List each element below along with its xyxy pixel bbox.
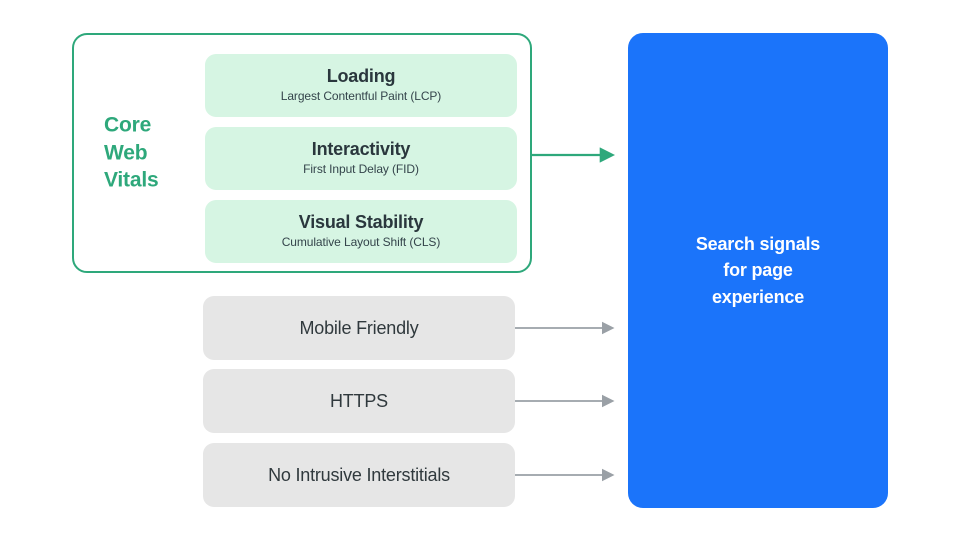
core-web-vitals-label-line-1: Core [104,113,152,137]
vital-card-loading[interactable]: Loading Largest Contentful Paint (LCP) [205,54,517,117]
signal-card-https[interactable]: HTTPS [203,369,515,433]
core-web-vitals-card-stack: Loading Largest Contentful Paint (LCP) I… [205,54,517,263]
vital-card-visual-stability-title: Visual Stability [298,212,424,233]
vital-card-visual-stability[interactable]: Visual Stability Cumulative Layout Shift… [205,200,517,263]
signal-card-no-intrusive-interstitials-label: No Intrusive Interstitials [268,464,450,485]
vital-card-loading-title: Loading [326,66,396,87]
vital-card-visual-stability-subtitle: Cumulative Layout Shift (CLS) [281,235,441,250]
search-signals-panel-text: Search signals for page experience [695,234,821,307]
signal-card-mobile-friendly[interactable]: Mobile Friendly [203,296,515,360]
core-web-vitals-label-line-2: Web [104,141,148,165]
signal-card-mobile-friendly-label: Mobile Friendly [299,317,419,338]
vital-card-interactivity-title: Interactivity [311,139,411,160]
vital-card-loading-subtitle: Largest Contentful Paint (LCP) [280,89,442,104]
vital-card-interactivity-subtitle: First Input Delay (FID) [303,162,419,177]
vital-card-interactivity[interactable]: Interactivity First Input Delay (FID) [205,127,517,190]
core-web-vitals-label: Core Web Vitals [104,111,196,194]
core-web-vitals-label-line-3: Vitals [104,168,159,192]
search-signals-panel[interactable]: Search signals for page experience [628,33,888,508]
signal-card-no-intrusive-interstitials[interactable]: No Intrusive Interstitials [203,443,515,507]
signal-card-https-label: HTTPS [329,390,388,411]
core-web-vitals-group: Core Web Vitals Loading Largest Contentf… [72,33,532,273]
